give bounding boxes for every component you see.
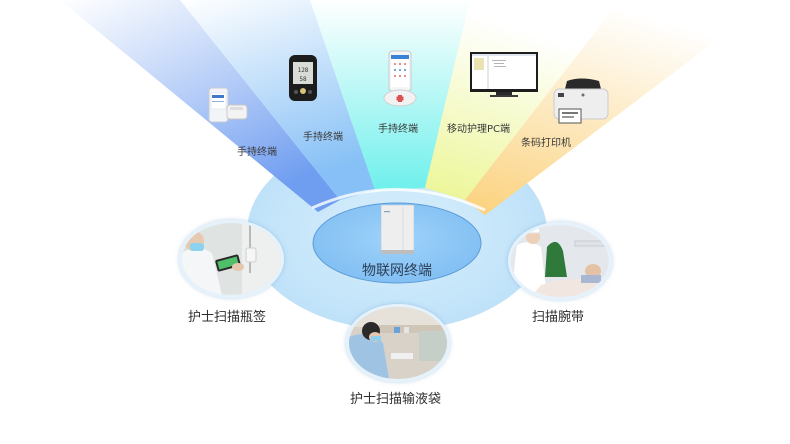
device-label-4: 移动护理PC端 <box>447 124 511 135</box>
center-label: 物联网终端 <box>362 263 432 279</box>
svg-text:128: 128 <box>298 67 309 74</box>
scenario-label-1: 护士扫描瓶签 <box>188 310 267 325</box>
handheld-pda-with-printer-icon <box>207 87 249 125</box>
device-label-1: 手持终端 <box>237 147 277 158</box>
nurse-scan-bottle-photo <box>179 220 284 298</box>
device-label-3: 手持终端 <box>378 124 418 135</box>
nurse-scan-infusion-bag-photo <box>346 304 450 382</box>
scenario-label-2: 护士扫描输液袋 <box>350 392 442 407</box>
device-label-5: 条码打印机 <box>521 138 571 149</box>
ray-2 <box>180 0 375 200</box>
scan-wristband-photo <box>508 222 612 300</box>
ray-4 <box>425 0 620 200</box>
ray-5 <box>465 0 770 215</box>
smartphone-dock-icon <box>383 50 417 108</box>
monitor-icon <box>470 52 538 97</box>
scenario-label-3: 扫描腕带 <box>532 310 585 325</box>
svg-text:58: 58 <box>299 76 307 83</box>
iot-gateway-icon <box>380 204 415 255</box>
ray-1 <box>60 0 340 212</box>
barcode-printer-icon <box>553 77 609 125</box>
handheld-meter-icon: 128 58 <box>288 54 318 102</box>
device-label-2: 手持终端 <box>303 132 343 143</box>
arc-highlight <box>311 188 486 212</box>
